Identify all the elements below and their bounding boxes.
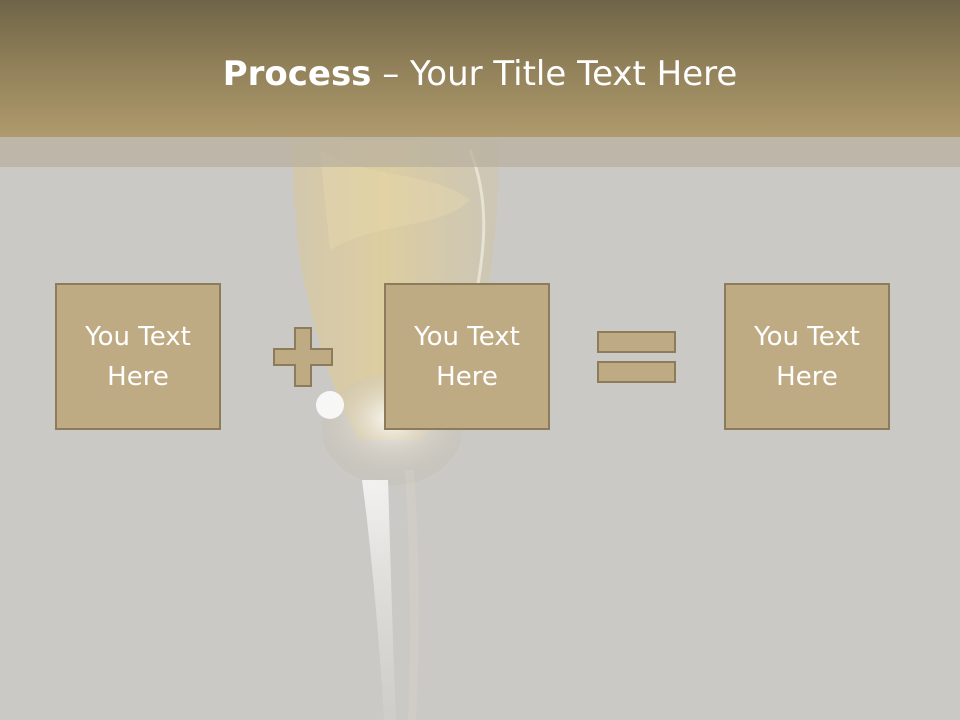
- process-box-1[interactable]: You Text Here: [55, 283, 221, 430]
- box-3-line-2: Here: [776, 361, 838, 392]
- slide-title[interactable]: Process – Your Title Text Here: [0, 52, 960, 96]
- plus-icon[interactable]: [272, 326, 334, 388]
- process-box-3[interactable]: You Text Here: [724, 283, 890, 430]
- title-rest-part: – Your Title Text Here: [371, 54, 738, 94]
- title-band: [0, 137, 960, 167]
- box-2-line-1: You Text: [414, 321, 520, 352]
- equals-icon[interactable]: [597, 330, 677, 384]
- title-bar: [0, 0, 960, 137]
- process-box-2-text: You Text Here: [392, 317, 542, 397]
- box-1-line-2: Here: [107, 361, 169, 392]
- box-1-line-1: You Text: [85, 321, 191, 352]
- box-2-line-2: Here: [436, 361, 498, 392]
- title-bold-part: Process: [222, 54, 372, 94]
- box-3-line-1: You Text: [754, 321, 860, 352]
- process-box-1-text: You Text Here: [63, 317, 213, 397]
- process-box-3-text: You Text Here: [732, 317, 882, 397]
- process-box-2[interactable]: You Text Here: [384, 283, 550, 430]
